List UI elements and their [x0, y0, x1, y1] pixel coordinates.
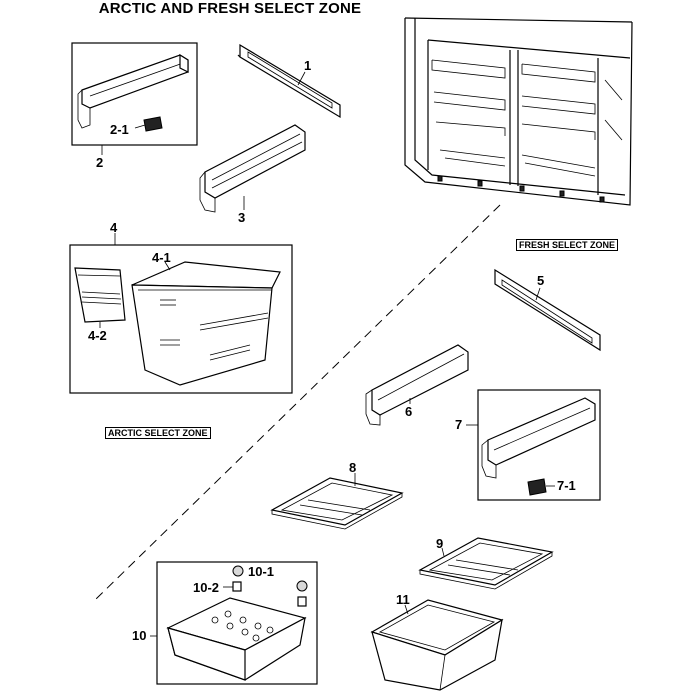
part-3-guide [199, 124, 306, 213]
arctic-select-zone-label: ARCTIC SELECT ZONE [105, 427, 211, 439]
leader-lines [99, 71, 555, 637]
part-11-bin [370, 599, 504, 691]
part-7-1-clip [527, 478, 547, 496]
part-2-1-clip [143, 116, 163, 132]
callout-4-2: 4-2 [88, 328, 107, 343]
part-10-1-roller [232, 565, 308, 592]
part-4-box [69, 244, 293, 394]
part-7-guide [481, 397, 596, 479]
callout-5: 5 [537, 273, 545, 288]
part-8-shelf [270, 477, 404, 530]
callout-10-2: 10-2 [193, 580, 220, 595]
part-10-bin [166, 597, 307, 681]
part-1-rail [237, 43, 341, 119]
callout-8: 8 [349, 460, 357, 475]
callout-2: 2 [96, 155, 104, 170]
callout-4-1: 4-1 [152, 250, 171, 265]
callout-4: 4 [110, 220, 118, 235]
part-7-box [477, 389, 601, 501]
part-5-rail [494, 268, 601, 352]
callout-7-1: 7-1 [557, 478, 576, 493]
callout-10-1: 10-1 [248, 564, 275, 579]
part-2-box [71, 42, 198, 146]
callout-9: 9 [436, 536, 444, 551]
fresh-select-zone-label: FRESH SELECT ZONE [516, 239, 619, 251]
callout-3: 3 [238, 210, 246, 225]
zone-divider [94, 204, 501, 601]
callout-1: 1 [304, 58, 312, 73]
callout-6: 6 [405, 404, 413, 419]
part-2-guide [77, 53, 189, 129]
part-4-2-divider [74, 267, 126, 323]
callout-2-1: 2-1 [110, 122, 129, 137]
part-9-shelf [418, 537, 554, 590]
callout-7: 7 [455, 417, 463, 432]
callout-10: 10 [132, 628, 147, 643]
callout-11: 11 [396, 592, 410, 607]
cabinet-interior [404, 17, 633, 206]
diagram-title: ARCTIC AND FRESH SELECT ZONE [98, 0, 362, 17]
part-6-guide [365, 344, 469, 426]
part-4-1-basket [131, 261, 281, 386]
part-10-box [156, 561, 318, 685]
part-10-2-clip [232, 581, 307, 607]
